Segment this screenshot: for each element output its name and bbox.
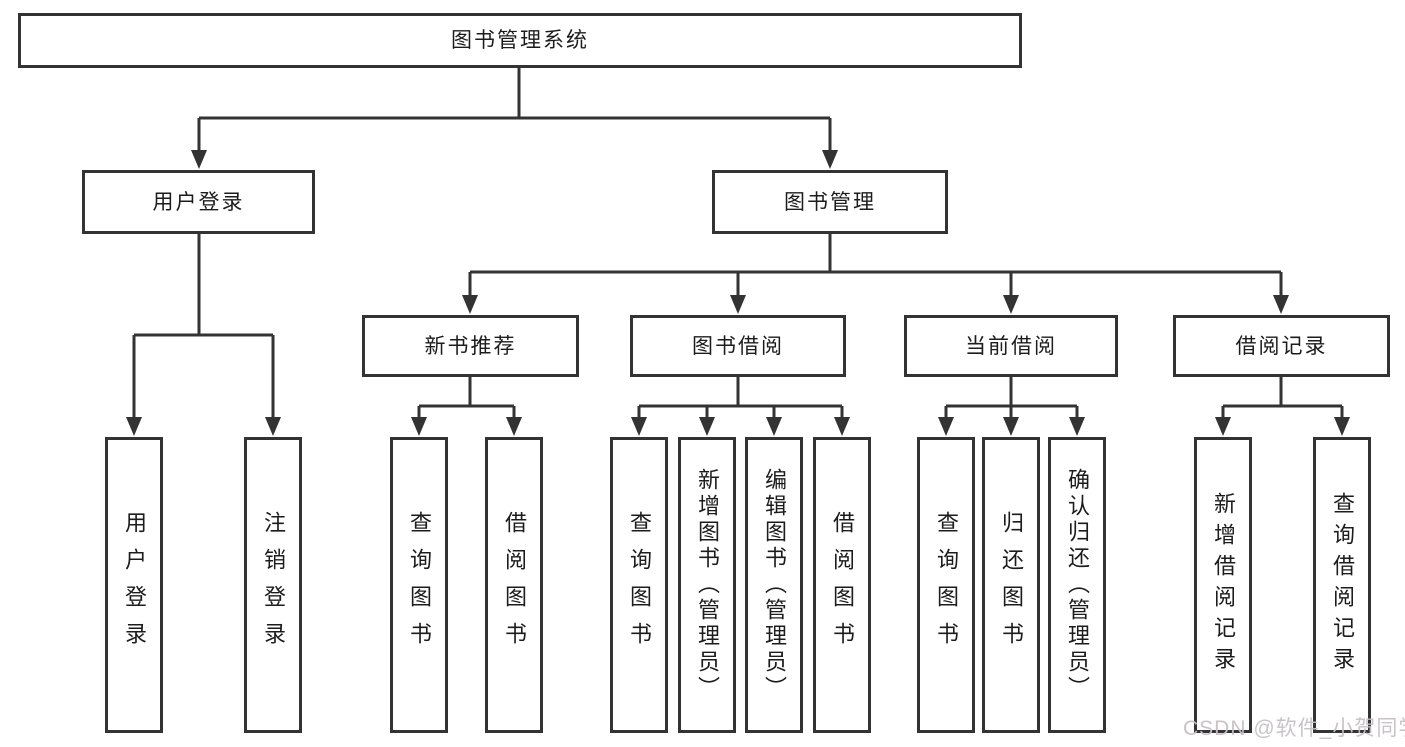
node-book-management: 图书管理 bbox=[712, 170, 948, 234]
connector-borrowing-records-to-leaves bbox=[1221, 377, 1344, 417]
node-leaf-add-borrow-record-label: 新增借阅记录 bbox=[1211, 492, 1236, 678]
node-leaf-user-login-label: 用户登录 bbox=[122, 511, 147, 659]
node-leaf-query-books-borrowing-label: 查询图书 bbox=[627, 511, 652, 659]
node-borrowing-records-label: 借阅记录 bbox=[1235, 334, 1328, 358]
node-leaf-borrow-books-borrowing-label: 借阅图书 bbox=[830, 511, 855, 659]
node-leaf-logout-label: 注销登录 bbox=[261, 511, 286, 659]
connector-root-to-level2 bbox=[197, 68, 832, 151]
connector-current-borrowing-to-leaves bbox=[944, 377, 1079, 417]
node-new-book-recommend: 新书推荐 bbox=[362, 315, 579, 377]
node-leaf-add-books-admin: 新增图书（管理员） bbox=[678, 437, 736, 733]
node-leaf-query-books-current-label: 查询图书 bbox=[934, 511, 959, 659]
node-leaf-return-books: 归还图书 bbox=[982, 437, 1040, 733]
node-current-borrowing: 当前借阅 bbox=[904, 315, 1118, 377]
node-leaf-borrow-books-recommend: 借阅图书 bbox=[485, 437, 543, 733]
node-user-login-group: 用户登录 bbox=[82, 170, 315, 234]
node-leaf-edit-books-admin-label: 编辑图书（管理员） bbox=[762, 468, 787, 702]
node-book-management-label: 图书管理 bbox=[784, 190, 876, 214]
node-new-book-recommend-label: 新书推荐 bbox=[424, 334, 517, 358]
node-leaf-return-books-label: 归还图书 bbox=[999, 511, 1024, 659]
csdn-watermark: CSDN @软件_小贺同学 bbox=[1183, 717, 1405, 740]
node-leaf-confirm-return-admin-label: 确认归还（管理员） bbox=[1065, 468, 1090, 702]
node-root-label: 图书管理系统 bbox=[451, 29, 589, 52]
node-leaf-add-borrow-record: 新增借阅记录 bbox=[1194, 437, 1252, 733]
node-leaf-query-books-current: 查询图书 bbox=[917, 437, 975, 733]
node-leaf-add-books-admin-label: 新增图书（管理员） bbox=[695, 468, 720, 702]
node-book-borrowing-label: 图书借阅 bbox=[692, 334, 784, 358]
node-leaf-logout: 注销登录 bbox=[244, 437, 302, 733]
node-leaf-query-borrow-record: 查询借阅记录 bbox=[1313, 437, 1371, 733]
node-leaf-edit-books-admin: 编辑图书（管理员） bbox=[745, 437, 803, 733]
connector-book-management-to-level3 bbox=[468, 234, 1283, 295]
node-current-borrowing-label: 当前借阅 bbox=[965, 334, 1057, 358]
node-leaf-borrow-books-recommend-label: 借阅图书 bbox=[502, 511, 527, 659]
node-root: 图书管理系统 bbox=[18, 13, 1022, 68]
node-user-login-group-label: 用户登录 bbox=[152, 190, 245, 214]
connector-book-borrowing-to-leaves bbox=[637, 377, 844, 417]
node-leaf-user-login: 用户登录 bbox=[105, 437, 163, 733]
connector-user-login-to-leaves bbox=[132, 234, 275, 417]
node-leaf-query-books-borrowing: 查询图书 bbox=[610, 437, 668, 733]
node-book-borrowing: 图书借阅 bbox=[630, 315, 846, 377]
node-leaf-query-books-recommend-label: 查询图书 bbox=[407, 511, 432, 659]
connector-new-book-recommend-to-leaves bbox=[417, 377, 516, 417]
node-leaf-borrow-books-borrowing: 借阅图书 bbox=[813, 437, 871, 733]
node-leaf-confirm-return-admin: 确认归还（管理员） bbox=[1048, 437, 1106, 733]
node-leaf-query-books-recommend: 查询图书 bbox=[390, 437, 448, 733]
node-borrowing-records: 借阅记录 bbox=[1173, 315, 1390, 377]
node-leaf-query-borrow-record-label: 查询借阅记录 bbox=[1330, 492, 1355, 678]
